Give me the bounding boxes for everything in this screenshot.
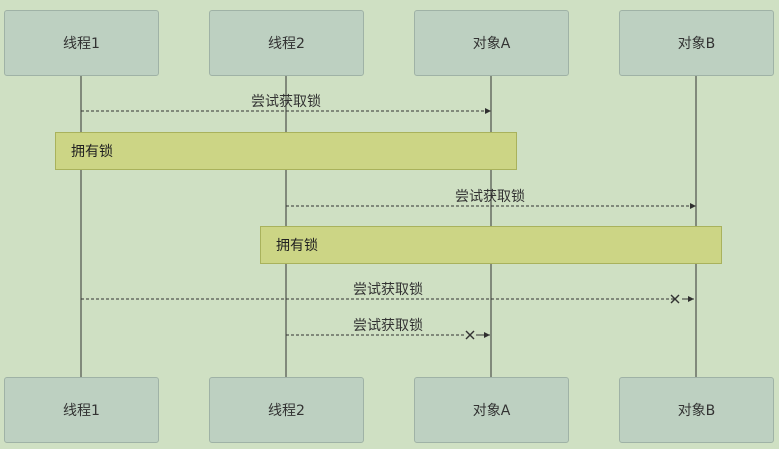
participant-label: 对象A [472,403,511,419]
note-label: 拥有锁 [276,238,318,254]
participant-label: 线程1 [63,403,100,419]
blocked-cross-icon [465,330,475,340]
note-owns-lock-1: 拥有锁 [55,132,517,170]
message-label-4: 尝试获取锁 [353,318,423,334]
blocked-cross-icon [670,294,680,304]
participant-object-b-top: 对象B [619,10,774,76]
participant-label: 对象B [677,403,716,419]
participant-label: 对象B [677,36,716,52]
participant-thread1-bottom: 线程1 [4,377,159,443]
message-label-2: 尝试获取锁 [455,189,525,205]
participant-label: 线程2 [268,36,305,52]
message-label-3: 尝试获取锁 [353,282,423,298]
note-label: 拥有锁 [71,144,113,160]
participant-object-b-bottom: 对象B [619,377,774,443]
participant-label: 对象A [472,36,511,52]
participant-thread2-top: 线程2 [209,10,364,76]
participant-object-a-top: 对象A [414,10,569,76]
participant-thread1-top: 线程1 [4,10,159,76]
participant-label: 线程2 [268,403,305,419]
note-owns-lock-2: 拥有锁 [260,226,722,264]
participant-object-a-bottom: 对象A [414,377,569,443]
participant-label: 线程1 [63,36,100,52]
participant-thread2-bottom: 线程2 [209,377,364,443]
message-label-1: 尝试获取锁 [251,94,321,110]
